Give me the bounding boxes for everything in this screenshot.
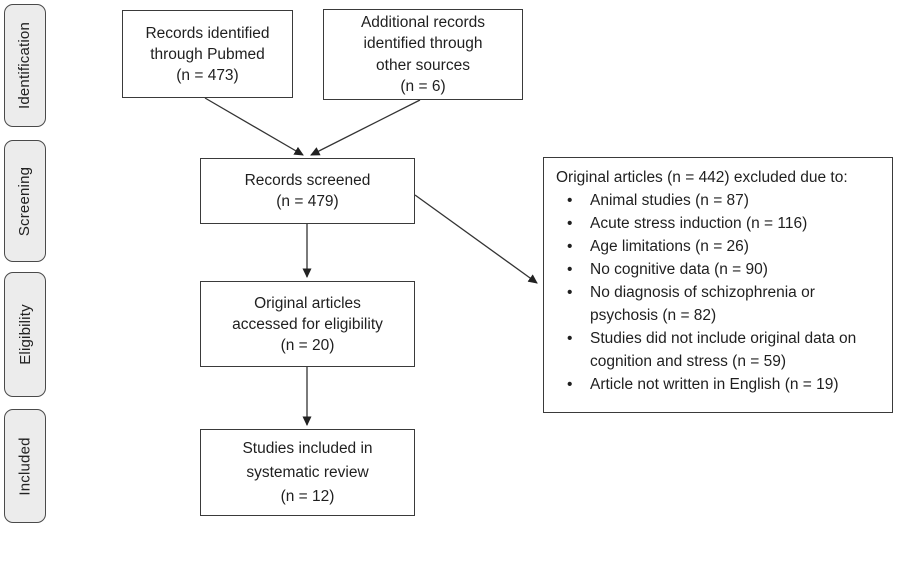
excluded-reason-item: No cognitive data (n = 90): [567, 258, 886, 281]
excluded-reason-item: Age limitations (n = 26): [567, 235, 886, 258]
excluded-reason-item: Article not written in English (n = 19): [567, 373, 886, 396]
stage-identification: Identification: [4, 4, 46, 127]
box-records-screened: Records screened (n = 479): [200, 158, 415, 224]
stage-identification-label: Identification: [16, 21, 34, 110]
excluded-reason-item: No diagnosis of schizophrenia or psychos…: [567, 281, 886, 327]
arrow-pubmed-to-screened: [204, 97, 304, 156]
excluded-reason-item: Acute stress induction (n = 116): [567, 212, 886, 235]
excluded-reason-list: Animal studies (n = 87) Acute stress ind…: [556, 189, 886, 396]
excluded-reason-item: Studies did not include original data on…: [567, 327, 886, 373]
box-articles-eligibility: Original articles accessed for eligibili…: [200, 281, 415, 367]
excluded-reason-item: Animal studies (n = 87): [567, 189, 886, 212]
box-records-identified-pubmed: Records identified through Pubmed (n = 4…: [122, 10, 293, 98]
arrow-additional-to-screened: [310, 99, 421, 156]
box-additional-records: Additional records identified through ot…: [323, 9, 523, 100]
stage-included-label: Included: [16, 436, 34, 496]
box-studies-included: Studies included in systematic review (n…: [200, 429, 415, 516]
excluded-header: Original articles (n = 442) excluded due…: [556, 169, 848, 186]
arrow-screened-to-excluded: [414, 194, 538, 284]
stage-included: Included: [4, 409, 46, 523]
box-excluded-reasons: Original articles (n = 442) excluded due…: [543, 157, 893, 413]
stage-eligibility-label: Eligibility: [16, 304, 34, 365]
stage-screening-label: Screening: [16, 166, 34, 236]
stage-eligibility: Eligibility: [4, 272, 46, 397]
stage-screening: Screening: [4, 140, 46, 262]
